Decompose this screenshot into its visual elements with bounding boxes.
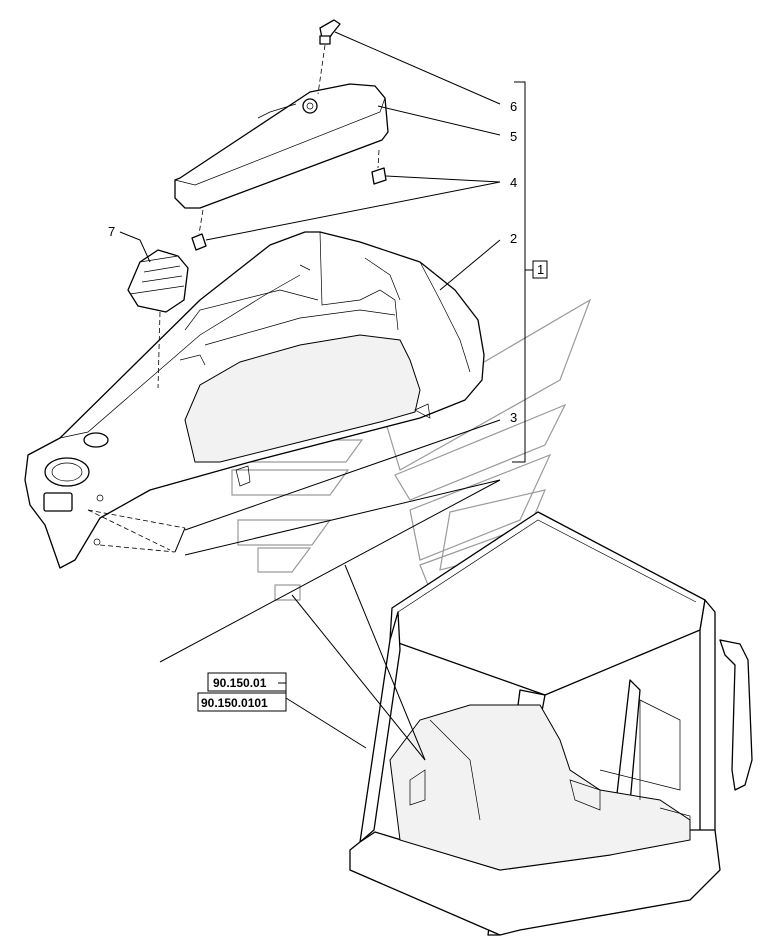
callout-4: 4: [510, 175, 517, 190]
leader-lines: [119, 31, 501, 761]
callout-6: 6: [510, 99, 517, 114]
ref-90-150-01[interactable]: 90.150.01: [213, 676, 267, 690]
callout-1-box: [532, 260, 548, 279]
callout-2: 2: [510, 231, 517, 246]
cup-holder: [127, 249, 189, 389]
latch-knob: [317, 19, 341, 95]
cab-frame: [349, 511, 753, 936]
callout-5: 5: [510, 129, 517, 144]
reference-boxes: 90.150.01 90.150.0101: [197, 672, 287, 712]
callout-7: 7: [108, 224, 115, 239]
fender-shroud: [24, 231, 485, 569]
storage-lid: [174, 83, 389, 209]
hinge-clips: [191, 149, 387, 251]
callout-3: 3: [510, 410, 517, 425]
group-bracket: [512, 81, 533, 463]
ref-90-150-0101[interactable]: 90.150.0101: [201, 696, 268, 710]
callout-labels: 6 5 4 2 7 3 1: [108, 99, 548, 425]
fastener-dash-lines: [87, 509, 186, 553]
callout-1: 1: [537, 262, 544, 277]
watermark-logo: [231, 298, 592, 601]
